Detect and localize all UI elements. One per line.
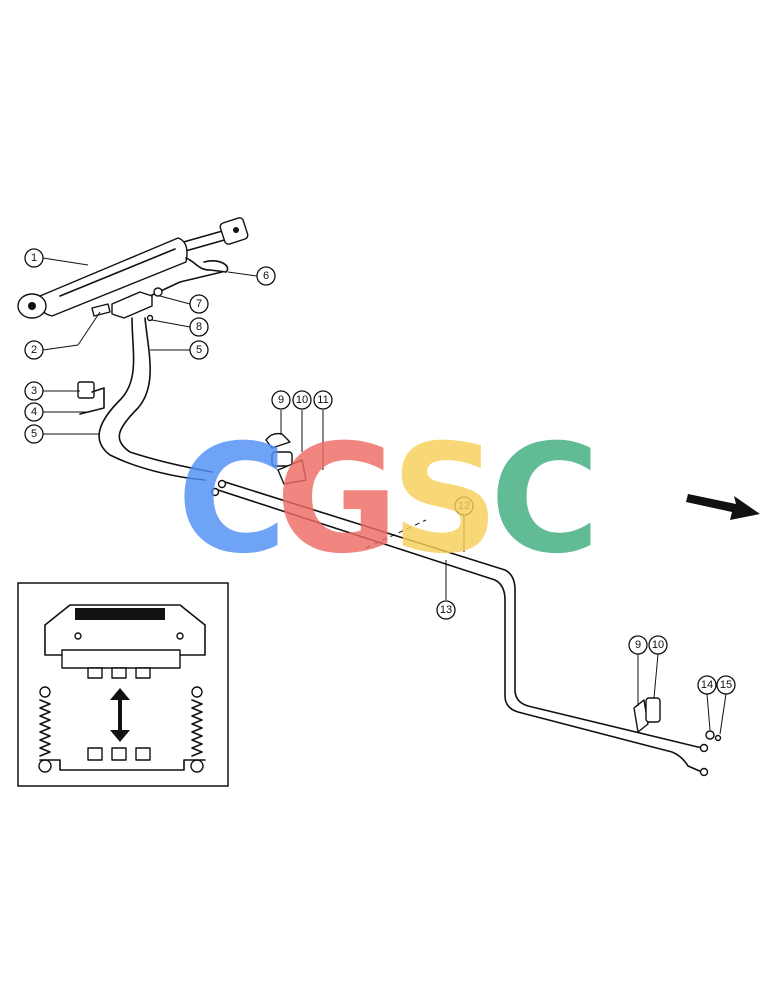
svg-text:1: 1 <box>31 252 37 264</box>
svg-text:5: 5 <box>31 428 37 440</box>
svg-text:12: 12 <box>458 500 470 512</box>
svg-text:3: 3 <box>31 385 37 397</box>
svg-text:S: S <box>391 413 499 587</box>
callout-3: 3 <box>24 381 44 401</box>
svg-text:13: 13 <box>440 604 452 616</box>
callout-9-upper: 9 <box>271 390 291 410</box>
svg-text:C: C <box>177 413 287 587</box>
callout-7: 7 <box>189 294 209 314</box>
svg-text:G: G <box>275 413 398 587</box>
rigid-pipes <box>210 479 709 777</box>
svg-text:6: 6 <box>263 270 269 282</box>
clamp-parts <box>77 381 722 742</box>
callout-12: 12 <box>454 496 474 516</box>
svg-text:5: 5 <box>196 344 202 356</box>
svg-text:11: 11 <box>317 394 328 406</box>
svg-text:9: 9 <box>278 394 284 406</box>
direction-arrow-icon <box>686 494 760 520</box>
callout-6: 6 <box>256 266 276 286</box>
watermark-logo: C G S C <box>177 413 600 587</box>
svg-text:2: 2 <box>31 344 37 356</box>
svg-text:14: 14 <box>701 679 713 691</box>
callout-10-lower: 10 <box>648 635 668 655</box>
callout-5-upper: 5 <box>189 340 209 360</box>
callout-15: 15 <box>716 675 736 695</box>
svg-text:8: 8 <box>196 321 202 333</box>
svg-text:10: 10 <box>296 394 308 406</box>
callout-13: 13 <box>436 600 456 620</box>
svg-text:4: 4 <box>31 406 37 418</box>
inset-detail <box>17 582 229 787</box>
callout-10-upper: 10 <box>292 390 312 410</box>
callout-4: 4 <box>24 402 44 422</box>
svg-text:15: 15 <box>720 679 732 691</box>
callouts: 1 2 3 4 5 5 6 7 8 9 10 11 12 13 9 10 14 … <box>24 248 736 695</box>
flexible-hoses <box>98 317 213 481</box>
svg-text:C: C <box>490 413 600 587</box>
svg-text:10: 10 <box>652 639 664 651</box>
svg-text:9: 9 <box>635 639 641 651</box>
callout-2: 2 <box>24 340 44 360</box>
hydraulic-cylinder <box>17 217 249 319</box>
callout-5-lower: 5 <box>24 424 44 444</box>
callout-11: 11 <box>313 390 333 410</box>
leader-lines <box>42 257 727 735</box>
callout-1: 1 <box>24 248 44 268</box>
svg-text:7: 7 <box>196 298 202 310</box>
callout-9-lower: 9 <box>628 635 648 655</box>
valve-block <box>111 287 163 322</box>
callout-14: 14 <box>697 675 717 695</box>
callout-8: 8 <box>189 317 209 337</box>
